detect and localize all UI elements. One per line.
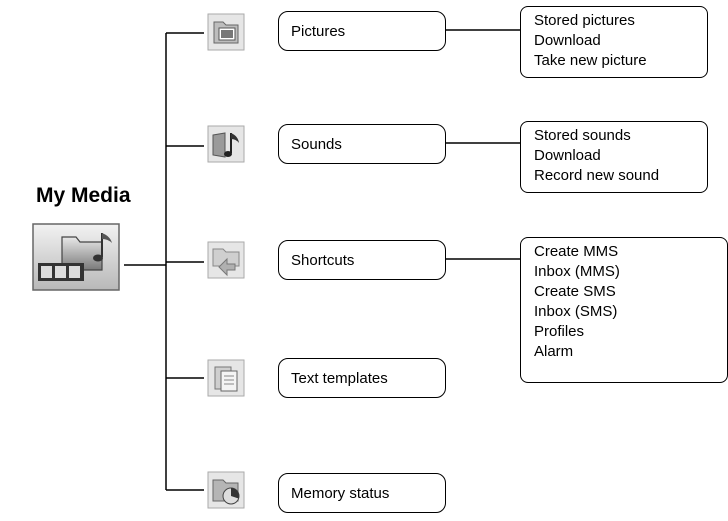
submenu-item[interactable]: Inbox (SMS) bbox=[534, 303, 618, 320]
shortcuts-submenu: Create MMS Inbox (MMS) Create SMS Inbox … bbox=[520, 237, 728, 383]
text-templates-icon[interactable] bbox=[207, 359, 245, 397]
memory-status-icon[interactable] bbox=[207, 471, 245, 509]
sounds-submenu: Stored sounds Download Record new sound bbox=[520, 121, 708, 193]
submenu-item[interactable]: Inbox (MMS) bbox=[534, 263, 620, 280]
submenu-item[interactable]: Stored sounds bbox=[534, 127, 631, 144]
text-templates-label[interactable]: Text templates bbox=[278, 358, 446, 398]
sounds-icon[interactable] bbox=[207, 125, 245, 163]
pictures-folder-icon[interactable] bbox=[207, 13, 245, 51]
root-title: My Media bbox=[36, 184, 131, 207]
submenu-item[interactable]: Download bbox=[534, 32, 601, 49]
submenu-item[interactable]: Create MMS bbox=[534, 243, 619, 260]
submenu-item[interactable]: Take new picture bbox=[534, 52, 647, 69]
submenu-item[interactable]: Create SMS bbox=[534, 283, 616, 300]
media-folder-icon[interactable] bbox=[32, 223, 120, 291]
submenu-item[interactable]: Stored pictures bbox=[534, 12, 635, 29]
submenu-item[interactable]: Record new sound bbox=[534, 167, 660, 184]
submenu-item[interactable]: Download bbox=[534, 147, 601, 164]
memory-status-label[interactable]: Memory status bbox=[278, 473, 446, 513]
pictures-label[interactable]: Pictures bbox=[278, 11, 446, 51]
pictures-submenu: Stored pictures Download Take new pictur… bbox=[520, 6, 708, 78]
shortcuts-icon[interactable] bbox=[207, 241, 245, 279]
submenu-item[interactable]: Alarm bbox=[534, 343, 574, 360]
submenu-item[interactable]: Profiles bbox=[534, 323, 585, 340]
shortcuts-label[interactable]: Shortcuts bbox=[278, 240, 446, 280]
sounds-label[interactable]: Sounds bbox=[278, 124, 446, 164]
